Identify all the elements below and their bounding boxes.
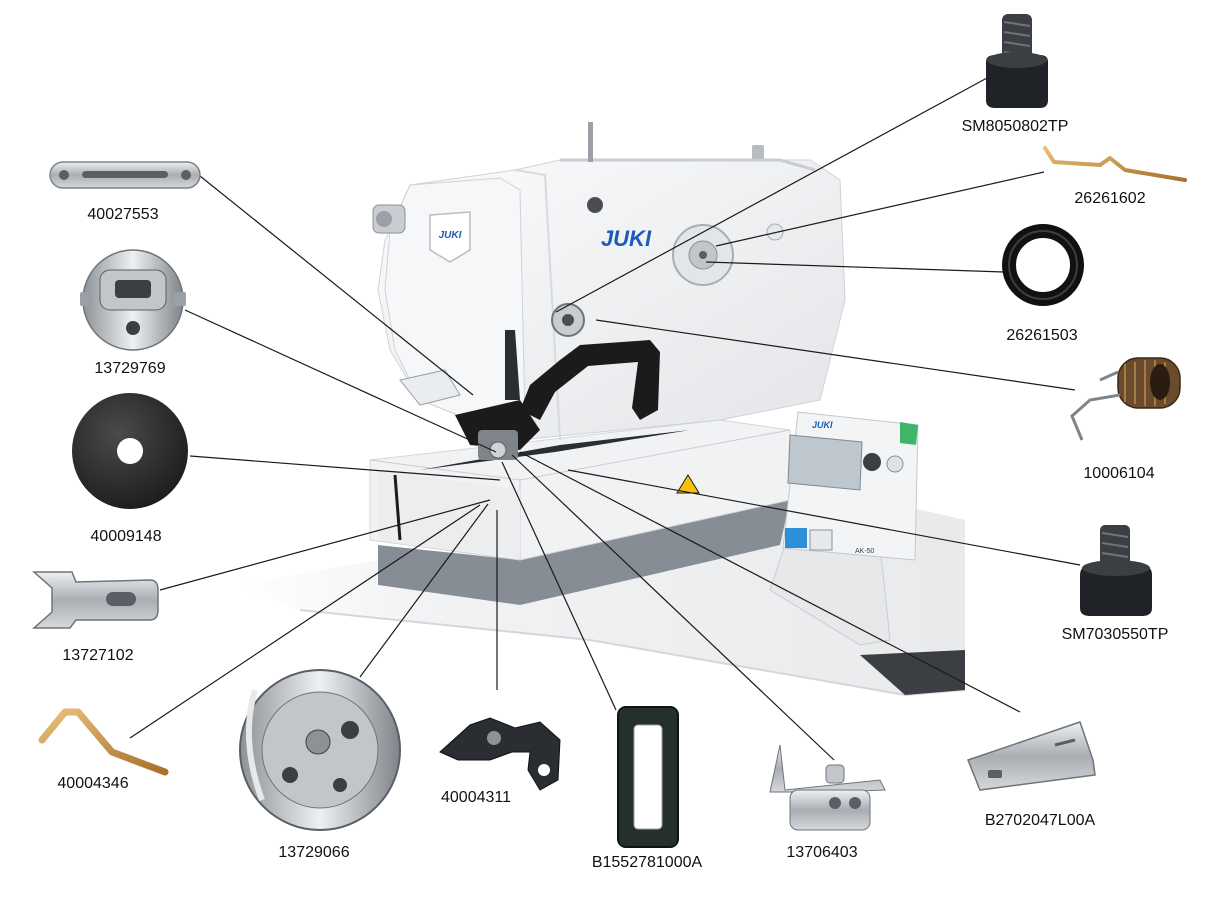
leader-10006104 xyxy=(595,319,1076,391)
sewing-machine-illustration: JUKI JUKI JUKI xyxy=(235,122,966,697)
leader-B2702047L00A xyxy=(519,451,1021,713)
part-label-10006104: 10006104 xyxy=(1083,465,1154,482)
bent-wire-icon xyxy=(38,708,169,776)
wire-spring-icon xyxy=(1043,146,1187,182)
shoulder-screw-icon xyxy=(1080,525,1152,616)
leader-13729769 xyxy=(184,309,497,453)
leader-13727102 xyxy=(159,499,491,591)
leader-SM7030550TP xyxy=(567,469,1081,566)
guide-bracket-icon xyxy=(769,744,886,831)
part-label-40004311: 40004311 xyxy=(441,789,511,806)
felt-washer-icon xyxy=(72,393,188,509)
part-label-13729066: 13729066 xyxy=(278,844,349,861)
machine-base xyxy=(378,500,790,605)
part-label-13729769: 13729769 xyxy=(94,360,165,377)
part-label-SM7030550TP: SM7030550TP xyxy=(1062,626,1169,643)
clamp-arm xyxy=(520,340,660,420)
slotted-plate-icon xyxy=(49,161,201,189)
black-bracket-icon xyxy=(439,717,561,791)
rotary-hook-icon xyxy=(239,669,401,831)
leader-40009148 xyxy=(189,455,501,481)
socket-screw-icon xyxy=(986,14,1048,108)
panel-logo: JUKI xyxy=(812,420,833,430)
torsion-spring-icon xyxy=(1070,357,1181,441)
part-label-B2702047L00A: B2702047L00A xyxy=(985,812,1096,829)
part-label-26261503: 26261503 xyxy=(1006,327,1077,344)
leader-13729066 xyxy=(359,503,489,678)
part-label-B1552781000A: B1552781000A xyxy=(592,854,703,871)
part-label-13706403: 13706403 xyxy=(786,844,857,861)
leader-40004346 xyxy=(129,504,481,739)
knife-blade-icon xyxy=(967,721,1096,791)
part-labels: 40027553 13729769 40009148 13727102 4000… xyxy=(57,118,1168,871)
table-edge xyxy=(860,650,965,695)
leader-B1552781000A xyxy=(501,461,617,711)
leader-26261602 xyxy=(715,171,1045,247)
machine-logo: JUKI xyxy=(601,226,652,251)
part-label-26261602: 26261602 xyxy=(1074,190,1145,207)
leader-lines xyxy=(129,77,1081,761)
bobbin-case-icon xyxy=(80,249,186,351)
part-label-40009148: 40009148 xyxy=(90,528,161,545)
leader-40027553 xyxy=(199,175,474,396)
part-label-40004346: 40004346 xyxy=(57,775,128,792)
o-ring-icon xyxy=(1002,224,1084,306)
part-label-13727102: 13727102 xyxy=(62,647,133,664)
control-panel: JUKI AK-50 xyxy=(769,411,919,646)
face-logo: JUKI xyxy=(439,230,462,241)
panel-model: AK-50 xyxy=(855,548,875,555)
leader-26261503 xyxy=(705,261,1005,273)
part-label-SM8050802TP: SM8050802TP xyxy=(962,118,1069,135)
leader-SM8050802TP xyxy=(555,77,988,313)
part-label-40027553: 40027553 xyxy=(87,206,158,223)
slot-frame-icon xyxy=(617,706,679,848)
forked-plate-icon xyxy=(32,571,159,629)
leader-13706403 xyxy=(511,454,835,761)
